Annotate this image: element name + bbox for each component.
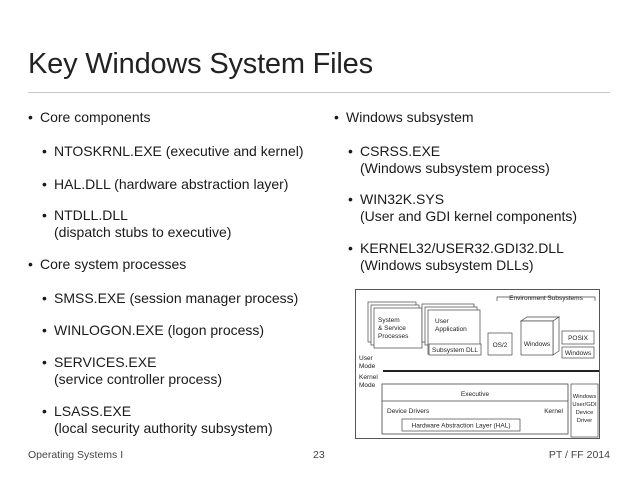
bullet-winlogon: •WINLOGON.EXE (logon process) xyxy=(42,322,265,338)
title-rule xyxy=(28,92,610,93)
bullet-csrss: •CSRSS.EXE(Windows subsystem process) xyxy=(348,143,550,176)
bullet-ntoskrnl: •NTOSKRNL.EXE (executive and kernel) xyxy=(42,143,304,159)
bullet-lsass: •LSASS.EXE(local security authority subs… xyxy=(42,403,273,436)
windows-architecture-diagram: Environment Subsystems System & Service … xyxy=(355,289,600,439)
footer-author: PT / FF 2014 xyxy=(548,449,610,461)
system-process-label-1: System xyxy=(378,317,400,324)
bullet-hal: •HAL.DLL (hardware abstraction layer) xyxy=(42,176,289,192)
user-mode-label-1: User xyxy=(359,355,374,362)
bullet-core-processes: •Core system processes xyxy=(28,256,187,272)
os2-box xyxy=(487,332,513,356)
win-gdi-label-2: User/GDI xyxy=(572,402,597,408)
env-subsystems-label: Environment Subsystems xyxy=(509,295,583,302)
user-app-label-1: User xyxy=(435,318,450,325)
footer-page-number: 23 xyxy=(313,449,325,461)
bullet-windows-subsystem: •Windows subsystem xyxy=(334,109,474,125)
subsystem-dll-box xyxy=(428,343,482,356)
windows-env-side xyxy=(552,316,560,356)
user-app-label-2: Application xyxy=(435,326,467,333)
bullet-smss: •SMSS.EXE (session manager process) xyxy=(42,290,299,306)
win-gdi-label-4: Driver xyxy=(577,418,593,424)
footer-course: Operating Systems I xyxy=(28,449,124,461)
bullet-services: •SERVICES.EXE(service controller process… xyxy=(42,354,223,387)
bullet-win32k: •WIN32K.SYS(User and GDI kernel componen… xyxy=(348,191,578,224)
executive-label: Executive xyxy=(461,391,490,398)
page-title: Key Windows System Files xyxy=(28,48,373,80)
windows-small-label: Windows xyxy=(565,350,592,357)
hal-box xyxy=(401,418,521,432)
system-process-box xyxy=(373,307,423,349)
kernel-mode-label-2: Mode xyxy=(359,382,376,389)
win-gdi-label-1: Windows xyxy=(573,394,597,400)
posix-label: POSIX xyxy=(568,335,589,342)
system-process-label-2: & Service xyxy=(378,325,406,332)
bullet-ntdll: •NTDLL.DLL(dispatch stubs to executive) xyxy=(42,207,232,240)
bullet-kernel32: •KERNEL32/USER32.GDI32.DLL(Windows subsy… xyxy=(348,240,564,273)
windows-env-label: Windows xyxy=(524,341,551,348)
os2-label: OS/2 xyxy=(493,342,508,349)
subsystem-dll-label: Subsystem DLL xyxy=(432,347,478,354)
device-drivers-label: Device Drivers xyxy=(387,408,430,415)
env-subsystems-bracket xyxy=(496,296,596,301)
windows-small-box xyxy=(561,346,595,359)
windows-env-box xyxy=(520,320,554,356)
hal-label: Hardware Abstraction Layer (HAL) xyxy=(412,423,511,430)
kernel-label: Kernel xyxy=(544,408,563,415)
user-mode-label-2: Mode xyxy=(359,363,376,370)
win-gdi-label-3: Device xyxy=(576,410,594,416)
posix-box xyxy=(561,330,595,345)
win-gdi-box xyxy=(570,383,599,438)
kernel-mode-label-1: Kernel xyxy=(359,374,378,381)
system-process-label-3: Processes xyxy=(378,333,409,340)
bullet-core-components: •Core components xyxy=(28,109,151,125)
